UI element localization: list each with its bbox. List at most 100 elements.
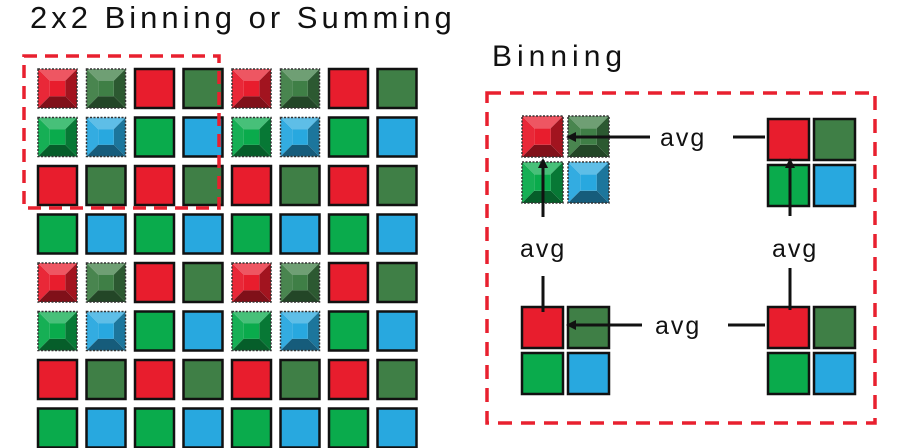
- sensor-pixel-r4-c4-bevel-top: [232, 263, 271, 275]
- group-bottom-left-pixel-r0-c0: [520, 305, 565, 350]
- sensor-pixel-r4-c3: [182, 261, 224, 304]
- sensor-pixel-r5-c1-bevel-right: [113, 311, 126, 351]
- sensor-pixel-r4-c7: [376, 261, 418, 304]
- sensor-pixel-r0-c5: [279, 68, 321, 109]
- sensor-pixel-r5-c4-edge: [231, 310, 272, 352]
- sensor-pixel-r1-c4-bevel-top: [232, 117, 271, 130]
- sensor-pixel-r1-c0-face: [49, 129, 66, 145]
- sensor-pixel-r0-c4-bevel-top: [232, 69, 271, 81]
- sensor-pixel-r4-c0-bevel-top: [38, 263, 77, 275]
- group-bottom-left-pixel-r1-c0-body: [520, 351, 565, 396]
- group-top-left-pixel-r1-c1: [567, 161, 610, 204]
- sensor-pixel-r6-c1-body: [85, 358, 127, 401]
- sensor-pixel-r3-c7: [376, 213, 418, 255]
- sensor-pixel-r1-c0: [37, 116, 78, 158]
- sensor-pixel-r2-c3-body: [182, 164, 224, 207]
- avg-label-bottom: avg: [655, 312, 701, 340]
- sensor-pixel-r1-c0-bevel-top: [38, 117, 77, 130]
- sensor-pixel-r1-c1-bevel-left: [86, 117, 99, 157]
- group-bottom-right-pixel-r0-c0: [766, 305, 811, 350]
- sensor-pixel-r6-c6-body: [327, 358, 370, 401]
- avg-label-left: avg: [520, 235, 566, 263]
- sensor-pixel-r7-c2: [133, 407, 176, 448]
- group-top-left-pixel-r0-c0-bevel-right: [550, 116, 563, 157]
- sensor-pixel-r2-c6-body: [327, 164, 370, 207]
- sensor-pixel-r0-c2: [133, 67, 176, 110]
- sensor-pixel-r5-c7: [376, 310, 418, 352]
- sensor-pixel-r7-c4-body: [230, 407, 273, 448]
- group-bottom-left-pixel-r0-c1-body: [566, 305, 611, 350]
- sensor-pixel-r0-c0: [37, 68, 78, 109]
- sensor-pixel-r0-c7-body: [376, 67, 418, 110]
- sensor-pixel-r2-c0-body: [36, 164, 79, 207]
- sensor-pixel-r3-c5-body: [279, 213, 321, 255]
- sensor-pixel-r1-c6-body: [327, 116, 370, 158]
- sensor-pixel-r5-c0-bevel-bottom: [38, 338, 77, 351]
- sensor-pixel-r1-c5-edge: [279, 116, 321, 158]
- sensor-pixel-r3-c0-body: [36, 213, 79, 255]
- sensor-pixel-r4-c7-body: [376, 261, 418, 304]
- sensor-pixel-r1-c4: [231, 116, 272, 158]
- sensor-pixel-r7-c0-body: [36, 407, 79, 448]
- sensor-pixel-r0-c3-body: [182, 67, 224, 110]
- sensor-pixel-r2-c7: [376, 164, 418, 207]
- sensor-pixel-r3-c7-body: [376, 213, 418, 255]
- sensor-pixel-r4-c1-bevel-top: [86, 263, 126, 275]
- group-top-right-pixel-r1-c1-body: [812, 163, 857, 208]
- sensor-pixel-r5-c0-edge: [37, 310, 78, 352]
- group-top-left-pixel-r0-c0-bevel-left: [522, 116, 535, 157]
- sensor-pixel-r1-c3: [182, 116, 224, 158]
- group-top-left-pixel-r0-c0-face: [534, 128, 551, 145]
- sensor-pixel-r1-c6: [327, 116, 370, 158]
- sensor-pixel-r5-c5-bevel-top: [280, 311, 320, 324]
- sensor-pixel-r5-c3-body: [182, 310, 224, 352]
- sensor-pixel-r5-c4-face: [243, 323, 260, 339]
- sensor-pixel-r0-c4-face: [243, 80, 260, 97]
- diagram-title: 2x2 Binning or Summing: [30, 0, 456, 35]
- sensor-pixel-r5-c6-body: [327, 310, 370, 352]
- binning-highlight-box: [22, 54, 221, 210]
- sensor-pixel-grid: [36, 67, 418, 448]
- sensor-pixel-r7-c4: [230, 407, 273, 448]
- sensor-pixel-r2-c4: [230, 164, 273, 207]
- sensor-pixel-r1-c1-bevel-right: [113, 117, 126, 157]
- sensor-pixel-r4-c1-bevel-right: [113, 263, 126, 302]
- sensor-pixel-r4-c1-bevel-left: [86, 263, 99, 302]
- sensor-pixel-r5-c5-face: [292, 323, 308, 339]
- sensor-pixel-r0-c5-bevel-left: [280, 69, 293, 108]
- sensor-pixel-r3-c1-body: [85, 213, 127, 255]
- sensor-pixel-r0-c4-edge: [231, 68, 272, 109]
- sensor-pixel-r7-c1: [85, 407, 127, 448]
- sensor-pixel-r4-c2-body: [133, 261, 176, 304]
- sensor-pixel-r1-c1-face: [98, 129, 114, 145]
- sensor-pixel-r4-c0-bevel-left: [38, 263, 50, 302]
- sensor-pixel-r5-c0-face: [49, 323, 66, 339]
- sensor-pixel-r6-c4-body: [230, 358, 273, 401]
- sensor-pixel-r0-c1-bevel-right: [113, 69, 126, 108]
- sensor-pixel-r5-c5-edge: [279, 310, 321, 352]
- sensor-pixel-r5-c0-bevel-right: [65, 311, 77, 351]
- sensor-pixel-r1-c3-body: [182, 116, 224, 158]
- sensor-pixel-r4-c5-bevel-top: [280, 263, 320, 275]
- group-top-right-pixel-r1-c1: [812, 163, 857, 208]
- sensor-pixel-r4-c0-bevel-bottom: [38, 290, 77, 302]
- sensor-pixel-r1-c1-edge: [85, 116, 127, 158]
- sensor-pixel-r0-c0-bevel-top: [38, 69, 77, 81]
- sensor-pixel-r4-c5-face: [292, 274, 308, 291]
- sensor-pixel-r0-c0-bevel-left: [38, 69, 50, 108]
- sensor-pixel-r5-c1-face: [98, 323, 114, 339]
- sensor-pixel-r0-c4: [231, 68, 272, 109]
- sensor-pixel-r3-c5: [279, 213, 321, 255]
- sensor-pixel-r1-c0-bevel-right: [65, 117, 77, 157]
- sensor-pixel-r5-c3: [182, 310, 224, 352]
- sensor-pixel-r4-c1-edge: [85, 262, 127, 303]
- sensor-pixel-r0-c2-body: [133, 67, 176, 110]
- sensor-pixel-r4-c1-face: [98, 274, 114, 291]
- binning-panel-frame: [485, 91, 877, 425]
- sensor-pixel-r5-c0: [37, 310, 78, 352]
- sensor-pixel-r7-c7-body: [376, 407, 418, 448]
- sensor-pixel-r5-c5-bevel-left: [280, 311, 293, 351]
- sensor-pixel-r1-c4-face: [243, 129, 260, 145]
- sensor-pixel-r5-c7-body: [376, 310, 418, 352]
- sensor-pixel-r5-c4-bevel-top: [232, 311, 271, 324]
